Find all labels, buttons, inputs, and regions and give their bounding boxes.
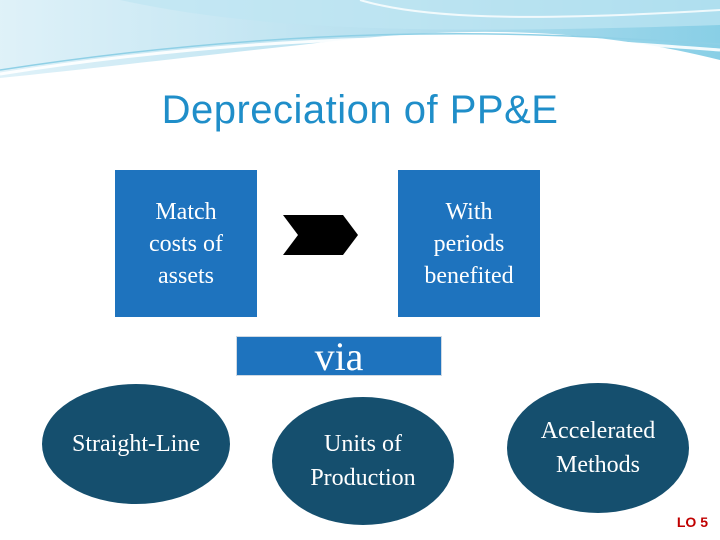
units-of-production-label: Units of Production: [310, 431, 416, 491]
via-connector: via: [236, 336, 442, 377]
units-of-production-ellipse: Units of Production: [272, 397, 454, 525]
accelerated-methods-ellipse: Accelerated Methods: [507, 383, 689, 513]
chevron-arrow-icon: [283, 215, 358, 255]
periods-benefited-box: With periods benefited: [398, 170, 540, 317]
accelerated-methods-label: Accelerated Methods: [540, 418, 656, 478]
slide-title: Depreciation of PP&E: [161, 88, 559, 132]
match-costs-box: Match costs of assets: [115, 170, 257, 317]
periods-benefited-label: With periods benefited: [424, 198, 514, 289]
straight-line-ellipse: Straight-Line: [42, 384, 230, 504]
straight-line-label: Straight-Line: [72, 431, 200, 457]
learning-objective-label: LO 5: [676, 514, 708, 530]
match-costs-label: Match costs of assets: [149, 198, 223, 289]
header-swoosh-decoration: [0, 0, 720, 78]
